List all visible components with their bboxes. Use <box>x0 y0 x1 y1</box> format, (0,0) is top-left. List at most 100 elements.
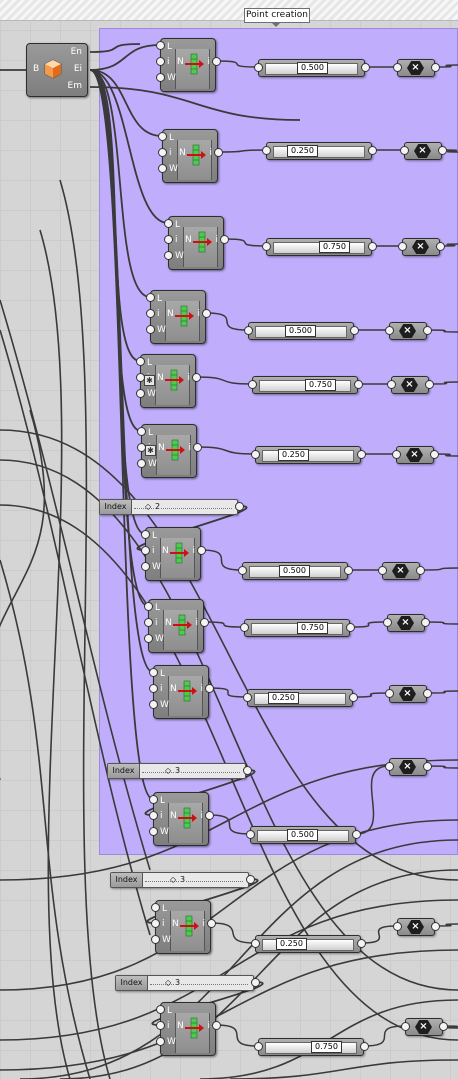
number-panel[interactable]: 0.750 <box>266 238 372 256</box>
port-negate-input[interactable] <box>393 63 402 72</box>
port-number-input[interactable] <box>251 939 260 948</box>
port-negate-output[interactable] <box>423 326 432 335</box>
port-slider-output[interactable] <box>243 766 252 775</box>
port-negate-output[interactable] <box>423 762 432 771</box>
port-negate-output[interactable] <box>439 1022 448 1031</box>
port-negate-output[interactable] <box>431 63 440 72</box>
number-value[interactable]: 0.500 <box>297 62 328 74</box>
port-number-output[interactable] <box>349 693 358 702</box>
port-input-i[interactable] <box>149 811 158 820</box>
port-negate-input[interactable] <box>398 242 407 251</box>
port-number-input[interactable] <box>262 242 271 251</box>
port-input-l[interactable] <box>144 602 153 611</box>
port-negate-input[interactable] <box>383 618 392 627</box>
number-value[interactable]: 0.250 <box>287 145 318 157</box>
negate-component[interactable]: × <box>404 142 442 160</box>
port-number-output[interactable] <box>350 326 359 335</box>
slider-track[interactable] <box>150 984 248 985</box>
negate-component[interactable]: × <box>405 1018 443 1036</box>
index-slider[interactable]: Index◇3 <box>107 763 246 779</box>
port-input-i[interactable] <box>144 618 153 627</box>
port-negate-input[interactable] <box>400 146 409 155</box>
number-value[interactable]: 0.250 <box>268 692 299 704</box>
port-output-i[interactable] <box>197 546 206 555</box>
port-number-output[interactable] <box>346 623 355 632</box>
port-number-input[interactable] <box>262 146 271 155</box>
negate-component[interactable]: × <box>397 59 435 77</box>
port-input-l[interactable] <box>156 1005 165 1014</box>
brep-edges-component[interactable]: B En Ei Em <box>26 43 88 97</box>
negate-component[interactable]: × <box>382 562 420 580</box>
port-negate-output[interactable] <box>431 922 440 931</box>
port-negate-output[interactable] <box>423 689 432 698</box>
slider-grip[interactable]: ◇ <box>145 502 152 511</box>
port-input-l[interactable] <box>146 293 155 302</box>
negate-component[interactable]: × <box>397 918 435 936</box>
port-number-output[interactable] <box>344 566 353 575</box>
index-slider[interactable]: Index◇3 <box>110 872 249 888</box>
port-number-output[interactable] <box>368 242 377 251</box>
port-number-input[interactable] <box>254 1042 263 1051</box>
port-number-input[interactable] <box>248 380 257 389</box>
port-input-w[interactable] <box>164 251 173 260</box>
port-number-output[interactable] <box>360 1042 369 1051</box>
port-number-output[interactable] <box>352 830 361 839</box>
port-negate-input[interactable] <box>378 566 387 575</box>
port-number-output[interactable] <box>357 450 366 459</box>
port-input-w[interactable] <box>137 459 146 468</box>
port-number-input[interactable] <box>243 693 252 702</box>
port-output-i[interactable] <box>220 235 229 244</box>
port-slider-output[interactable] <box>235 502 244 511</box>
port-input-l[interactable] <box>149 668 158 677</box>
port-number-output[interactable] <box>354 380 363 389</box>
number-panel[interactable]: 0.500 <box>258 59 365 77</box>
number-panel[interactable]: 0.500 <box>248 322 354 340</box>
port-input-w[interactable] <box>149 700 158 709</box>
port-input-w[interactable] <box>156 73 165 82</box>
port-input-i[interactable] <box>149 684 158 693</box>
port-slider-output[interactable] <box>246 875 255 884</box>
port-output-i[interactable] <box>214 148 223 157</box>
slider-grip[interactable]: ◇ <box>170 875 177 884</box>
port-number-output[interactable] <box>357 939 366 948</box>
negate-component[interactable]: × <box>389 758 427 776</box>
port-output-i[interactable] <box>200 618 209 627</box>
port-number-input[interactable] <box>238 566 247 575</box>
port-number-input[interactable] <box>251 450 260 459</box>
port-input-w[interactable] <box>146 325 155 334</box>
port-number-input[interactable] <box>240 623 249 632</box>
negate-component[interactable]: × <box>402 238 440 256</box>
port-input-i[interactable] <box>164 235 173 244</box>
port-input-w[interactable] <box>156 1037 165 1046</box>
port-negate-input[interactable] <box>393 922 402 931</box>
port-input-i[interactable] <box>137 443 146 452</box>
port-negate-output[interactable] <box>438 146 447 155</box>
port-input-i[interactable] <box>156 1021 165 1030</box>
port-negate-output[interactable] <box>416 566 425 575</box>
port-input-l[interactable] <box>156 41 165 50</box>
port-input-w[interactable] <box>141 562 150 571</box>
port-input-l[interactable] <box>136 357 145 366</box>
port-input-w[interactable] <box>149 827 158 836</box>
number-value[interactable]: 0.750 <box>305 379 336 391</box>
port-number-input[interactable] <box>246 830 255 839</box>
port-input-i[interactable] <box>146 309 155 318</box>
number-value[interactable]: 0.500 <box>285 325 316 337</box>
port-input-l[interactable] <box>158 132 167 141</box>
port-output-i[interactable] <box>205 684 214 693</box>
number-panel[interactable]: 0.750 <box>258 1038 364 1056</box>
index-slider[interactable]: Index◇3 <box>115 975 254 991</box>
port-negate-output[interactable] <box>430 450 439 459</box>
number-value[interactable]: 0.750 <box>297 622 328 634</box>
number-value[interactable]: 0.750 <box>311 1041 342 1053</box>
negate-component[interactable]: × <box>396 446 434 464</box>
port-number-output[interactable] <box>368 146 377 155</box>
group-title[interactable]: Point creation <box>244 8 310 23</box>
number-value[interactable]: 0.750 <box>319 241 350 253</box>
